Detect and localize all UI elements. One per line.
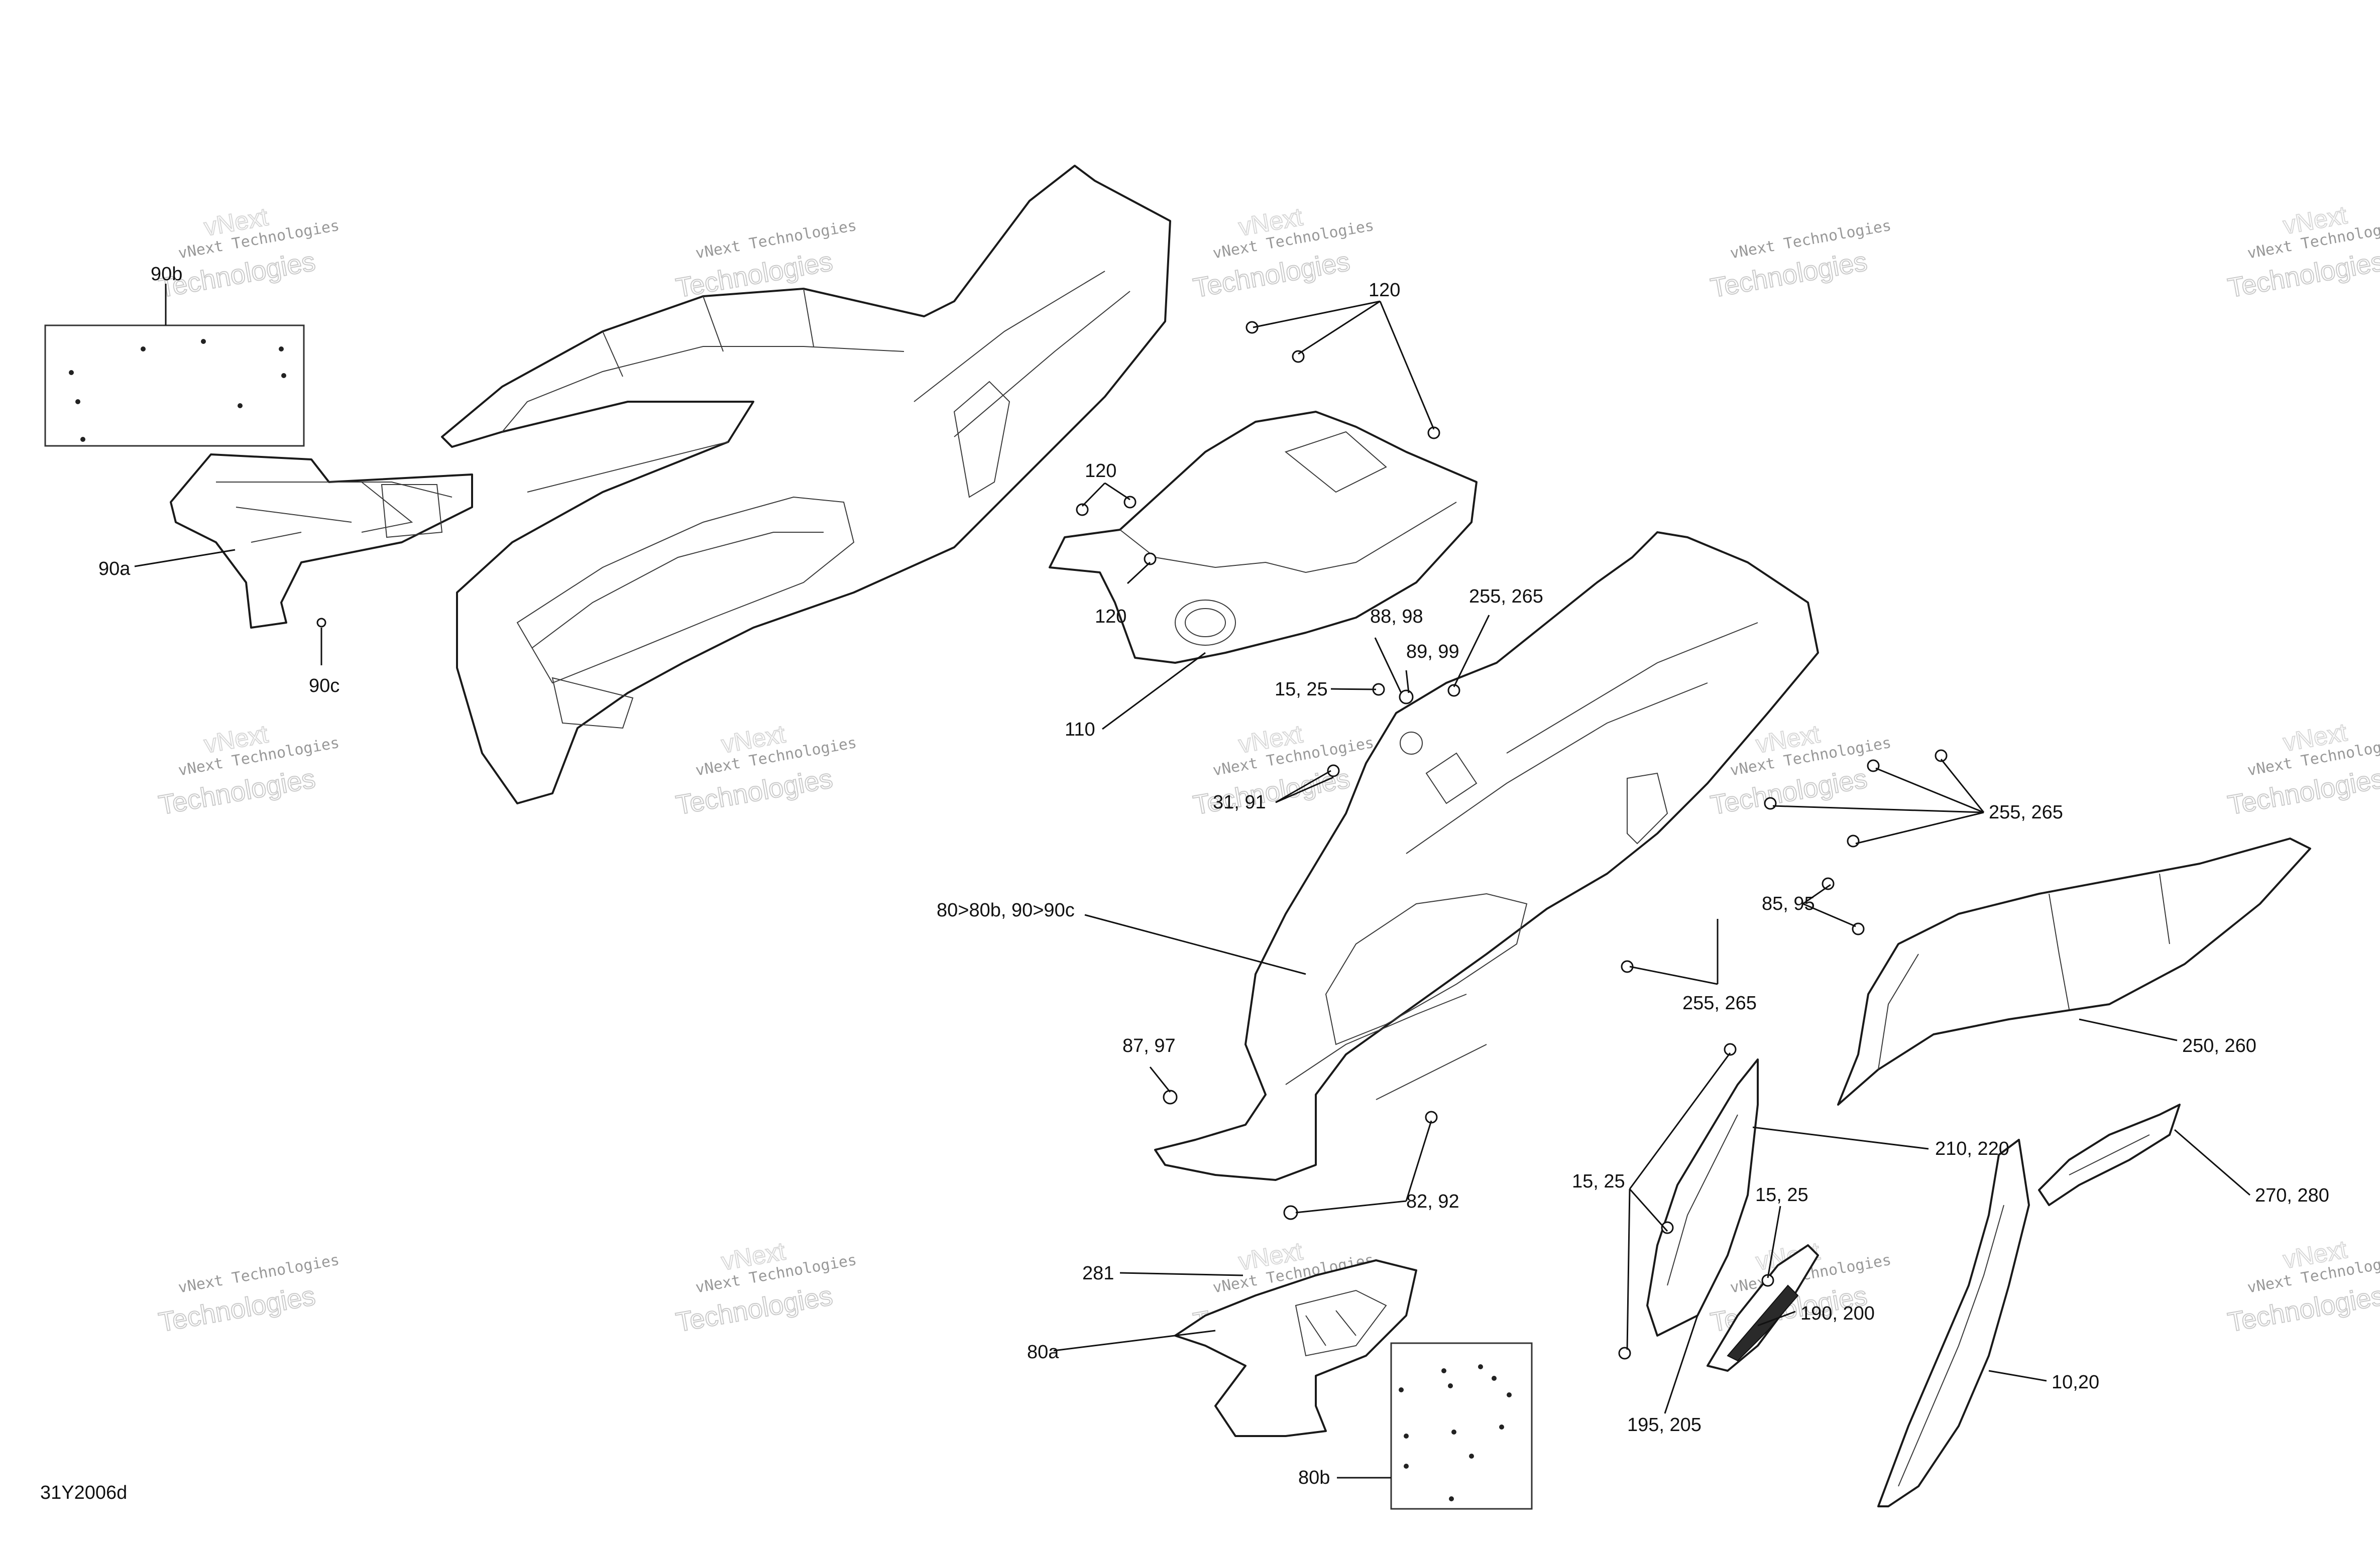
callout-15-25-top: 15, 25: [1275, 679, 1328, 700]
callout-250-260: 250, 260: [2182, 1035, 2256, 1056]
watermark: vNext Technologies Technologies: [673, 217, 858, 304]
watermark: vNext vNext Technologies Technologies: [1190, 202, 1375, 304]
callout-190-200: 190, 200: [1800, 1303, 1875, 1324]
trim-panel-80a: [1174, 1259, 1417, 1437]
side-panel-10: [1877, 1139, 2030, 1507]
decal-sheet-90b: [44, 324, 305, 447]
callout-87-97: 87, 97: [1122, 1035, 1176, 1056]
callout-120-left: 120: [1085, 460, 1116, 482]
callout-255-265-top: 255, 265: [1469, 586, 1543, 607]
callout-270-280: 270, 280: [2255, 1185, 2329, 1206]
callout-110: 110: [1065, 719, 1095, 740]
watermark: vNext vNext Technologies Technologies: [2225, 1235, 2380, 1338]
callout-15-25-left: 15, 25: [1572, 1171, 1625, 1192]
decal-sheet-80b: [1390, 1342, 1533, 1510]
callout-31-91: 31, 91: [1213, 792, 1266, 813]
watermark: vNext vNext Technologies Technologies: [156, 719, 341, 821]
side-panel-left: [441, 165, 1171, 804]
shield-250: [1837, 838, 2311, 1106]
callout-80b: 80b: [1298, 1467, 1330, 1488]
callout-80a: 80a: [1027, 1342, 1059, 1363]
callout-labels: 90b 90a 90c 120 120 120 110 88, 98 89, 9…: [98, 264, 2329, 1488]
callout-15-25-right: 15, 25: [1755, 1184, 1808, 1206]
callout-195-205: 195, 205: [1627, 1414, 1702, 1436]
panel-210: [1646, 1058, 1759, 1337]
watermark: vNext Technologies Technologies: [1708, 217, 1892, 304]
leader-lines: [134, 284, 2250, 1479]
callout-90c: 90c: [309, 675, 339, 696]
callout-85-95: 85, 95: [1762, 893, 1815, 914]
trim-270: [2038, 1104, 2181, 1206]
callout-82-92: 82, 92: [1406, 1191, 1459, 1212]
callout-90b: 90b: [151, 264, 182, 285]
trim-panel-90a: [170, 453, 473, 629]
callout-120-lower: 120: [1095, 606, 1126, 627]
watermark: vNext vNext Technologies Technologies: [673, 719, 858, 821]
watermark: vNext vNext Technologies Technologies: [156, 202, 341, 304]
side-panel-80: [1154, 531, 1819, 1181]
watermark: vNext vNext Technologies Technologies: [673, 1236, 858, 1338]
inner-bracket-110: [1049, 411, 1478, 664]
callout-210-220: 210, 220: [1935, 1138, 2009, 1159]
drawing-id: 31Y2006d: [40, 1482, 127, 1503]
callout-255-265-lower: 255, 265: [1682, 993, 1757, 1014]
callout-120-top: 120: [1369, 280, 1400, 301]
callout-88-98: 88, 98: [1370, 606, 1423, 627]
watermark: vNext Technologies Technologies: [156, 1251, 341, 1338]
callout-80: 80>80b, 90>90c: [937, 900, 1075, 921]
watermark: vNext vNext Technologies Technologies: [2225, 718, 2380, 821]
callout-90a: 90a: [98, 558, 131, 579]
callout-89-99: 89, 99: [1406, 641, 1459, 662]
watermark: vNext vNext Technologies Technologies: [2225, 200, 2380, 304]
callout-10-20: 10,20: [2052, 1372, 2099, 1393]
callout-255-265-right: 255, 265: [1989, 802, 2063, 823]
callout-281: 281: [1082, 1263, 1114, 1284]
